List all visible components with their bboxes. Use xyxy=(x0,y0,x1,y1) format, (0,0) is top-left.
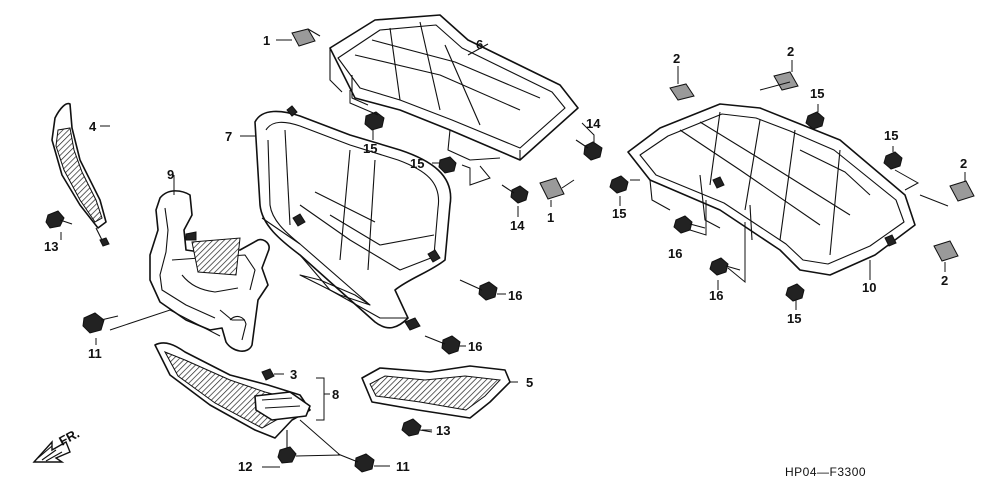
front-carrier-part-6 xyxy=(329,14,579,161)
bolt-part-16 xyxy=(424,279,498,355)
callout-8: 8 xyxy=(332,387,339,402)
diagram-code: HP04—F3300 xyxy=(785,465,866,479)
grommet-part-3 xyxy=(261,368,275,381)
callout-9: 9 xyxy=(167,167,174,182)
screw-part-13 xyxy=(45,210,73,229)
nut-part-15 xyxy=(364,111,457,174)
callout-5: 5 xyxy=(526,375,533,390)
callout-1: 1 xyxy=(547,210,554,225)
bolt-part-14 xyxy=(501,139,603,204)
callout-15: 15 xyxy=(612,206,626,221)
callout-15: 15 xyxy=(363,141,377,156)
callout-2: 2 xyxy=(787,44,794,59)
bolt-part-12 xyxy=(277,430,297,464)
callout-14: 14 xyxy=(586,116,601,131)
diagram-code-label: HP04—F3300 xyxy=(785,465,866,479)
callout-16: 16 xyxy=(508,288,522,303)
callout-15: 15 xyxy=(810,86,824,101)
leader-lines xyxy=(60,39,966,468)
callout-12: 12 xyxy=(238,459,252,474)
callout-11: 11 xyxy=(396,459,410,474)
callout-2: 2 xyxy=(673,51,680,66)
rear-carrier-part-10 xyxy=(627,103,916,276)
callout-15: 15 xyxy=(787,311,801,326)
side-cover-part-5 xyxy=(361,365,511,419)
grommet-part-1 xyxy=(291,28,321,47)
callout-6: 6 xyxy=(476,37,483,52)
nut-part-15 xyxy=(609,111,903,302)
callout-14: 14 xyxy=(510,218,525,233)
callout-16: 16 xyxy=(668,246,682,261)
callout-2: 2 xyxy=(941,273,948,288)
bolt-part-11 xyxy=(337,453,375,473)
callouts: 1 1 2 2 2 2 3 4 5 6 7 8 9 10 11 11 12 13… xyxy=(44,33,967,474)
screw-part-13 xyxy=(401,418,433,437)
callout-13: 13 xyxy=(436,423,450,438)
callout-13: 13 xyxy=(44,239,58,254)
grommet-part-2 xyxy=(669,71,975,262)
callout-1: 1 xyxy=(263,33,270,48)
bolt-part-11 xyxy=(82,312,119,334)
fender-piece-part-4 xyxy=(51,102,110,247)
callout-10: 10 xyxy=(862,280,876,295)
callout-16: 16 xyxy=(709,288,723,303)
callout-2: 2 xyxy=(960,156,967,171)
front-guard-part-7 xyxy=(254,105,452,331)
callout-11: 11 xyxy=(88,346,102,361)
callout-15: 15 xyxy=(884,128,898,143)
callout-7: 7 xyxy=(225,129,232,144)
callout-15: 15 xyxy=(410,156,424,171)
skid-plate xyxy=(154,342,311,439)
callout-16: 16 xyxy=(468,339,482,354)
grille-mesh xyxy=(191,237,241,276)
callout-3: 3 xyxy=(290,367,297,382)
front-direction-arrow: FR. xyxy=(32,426,82,463)
grommet-part-1 xyxy=(539,177,565,200)
bolt-part-16 xyxy=(673,215,741,276)
callout-4: 4 xyxy=(89,119,97,134)
